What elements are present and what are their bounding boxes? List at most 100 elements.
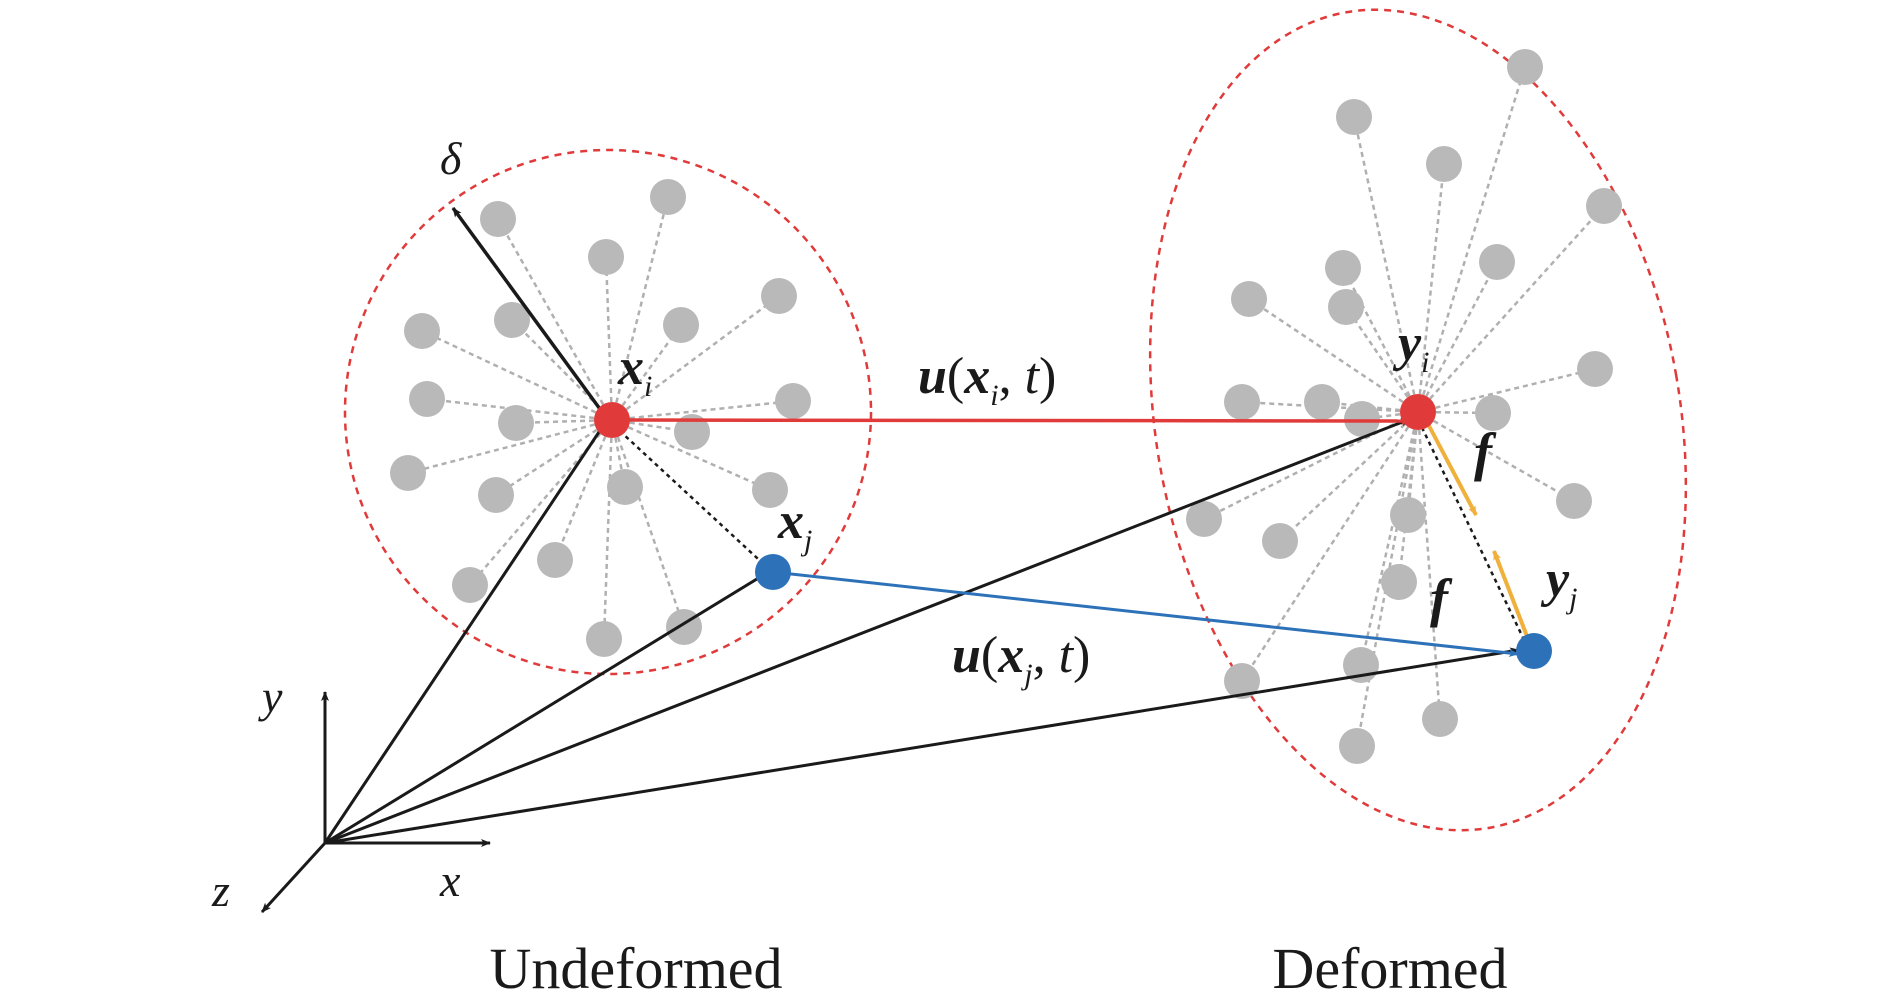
deformed-bond bbox=[1417, 410, 1575, 503]
label-force-bottom: f bbox=[1430, 568, 1453, 628]
undeformed-neighbor-point bbox=[607, 469, 643, 505]
undeformed-neighbor-point bbox=[409, 381, 445, 417]
deformed-neighbor-point bbox=[1586, 188, 1622, 224]
position-vector-yi bbox=[324, 417, 1411, 845]
coordinate-axes bbox=[260, 691, 491, 914]
deformed-neighbor-points bbox=[1186, 49, 1622, 764]
caption-deformed: Deformed bbox=[1272, 936, 1507, 1001]
deformed-neighbor-point bbox=[1231, 281, 1267, 317]
undeformed-neighbor-point bbox=[586, 621, 622, 657]
label-displacement-i: u(xi, t) bbox=[918, 348, 1056, 412]
deformed-bond bbox=[1359, 411, 1420, 666]
undeformed-neighbor-point bbox=[537, 542, 573, 578]
deformed-neighbor-point bbox=[1325, 250, 1361, 286]
position-vector-xj bbox=[324, 572, 766, 845]
undeformed-neighbor-point bbox=[498, 405, 534, 441]
deformed-neighbor-point bbox=[1336, 99, 1372, 135]
undeformed-neighbor-point bbox=[390, 455, 426, 491]
position-vector-xi bbox=[323, 422, 607, 844]
deformed-neighbor-point bbox=[1479, 244, 1515, 280]
deformed-neighbor-point bbox=[1381, 564, 1417, 600]
force-arrow-on-j bbox=[1492, 550, 1532, 645]
undeformed-neighbor-point bbox=[452, 567, 488, 603]
label-y-i: yi bbox=[1392, 315, 1429, 379]
axis-label-z: z bbox=[211, 865, 230, 916]
z-axis bbox=[260, 841, 327, 914]
undeformed-neighbor-point bbox=[663, 307, 699, 343]
undeformed-neighbor-point bbox=[404, 313, 440, 349]
undeformed-bond bbox=[515, 418, 613, 425]
label-displacement-j: u(xj, t) bbox=[952, 627, 1090, 691]
axis-label-x: x bbox=[439, 855, 461, 906]
force-arrow-on-i bbox=[1425, 421, 1478, 516]
undeformed-neighbor-point bbox=[588, 239, 624, 275]
position-vector-yj bbox=[324, 647, 1520, 845]
label-force-top: f bbox=[1474, 422, 1497, 482]
label-y-j: yj bbox=[1540, 551, 1577, 615]
deformed-bond bbox=[1248, 297, 1419, 414]
deformed-neighbor-point bbox=[1556, 483, 1592, 519]
undeformed-neighbor-point bbox=[775, 383, 811, 419]
deformed-neighbor-point bbox=[1186, 501, 1222, 537]
horizon-radius-arrow bbox=[451, 206, 610, 422]
delta-label: δ bbox=[440, 133, 462, 184]
deformed-neighbor-point bbox=[1339, 728, 1375, 764]
point-yj bbox=[1516, 633, 1552, 669]
undeformed-neighbor-point bbox=[752, 472, 788, 508]
deformed-bond bbox=[1417, 205, 1605, 413]
point-xi bbox=[594, 402, 630, 438]
axis-label-y: y bbox=[258, 671, 283, 722]
undeformed-bond bbox=[511, 319, 613, 421]
displacement-vector-i bbox=[607, 416, 1411, 425]
undeformed-neighbor-point bbox=[674, 414, 710, 450]
deformed-bonds bbox=[1203, 66, 1605, 747]
undeformed-neighbor-point bbox=[650, 179, 686, 215]
deformed-neighbor-point bbox=[1426, 146, 1462, 182]
deformed-bond bbox=[1279, 411, 1419, 542]
deformed-bond bbox=[1397, 411, 1420, 583]
deformed-neighbor-point bbox=[1224, 384, 1260, 420]
undeformed-bond bbox=[611, 399, 794, 422]
undeformed-bond bbox=[496, 218, 614, 421]
point-yi bbox=[1400, 394, 1436, 430]
deformed-neighbor-point bbox=[1422, 701, 1458, 737]
point-xj bbox=[755, 554, 791, 590]
deformed-neighbor-point bbox=[1262, 523, 1298, 559]
undeformed-bond bbox=[604, 256, 614, 421]
deformed-neighbor-point bbox=[1390, 497, 1426, 533]
deformed-neighbor-point bbox=[1328, 289, 1364, 325]
deformed-bond bbox=[1416, 261, 1499, 413]
undeformed-horizon bbox=[343, 148, 873, 676]
undeformed-bond bbox=[610, 196, 670, 421]
undeformed-bond bbox=[610, 419, 686, 628]
undeformed-bond bbox=[553, 419, 614, 561]
deformed-neighbor-point bbox=[1507, 49, 1543, 85]
label-x-j: xj bbox=[777, 493, 812, 557]
bond-yi-yj bbox=[1413, 412, 1529, 647]
deformed-neighbor-point bbox=[1304, 384, 1340, 420]
deformed-bond bbox=[1241, 400, 1419, 414]
undeformed-bond bbox=[421, 329, 613, 422]
undeformed-bond bbox=[611, 294, 780, 422]
deformed-bond bbox=[1344, 306, 1420, 413]
undeformed-neighbor-point bbox=[494, 302, 530, 338]
undeformed-neighbor-point bbox=[478, 477, 514, 513]
label-x-i: xi bbox=[617, 339, 652, 403]
deformed-bond bbox=[1355, 411, 1420, 747]
deformed-bond bbox=[1416, 411, 1442, 720]
undeformed-bond bbox=[610, 324, 683, 421]
deformed-neighbor-point bbox=[1475, 395, 1511, 431]
undeformed-bond bbox=[407, 418, 613, 475]
undeformed-neighbor-point bbox=[761, 278, 797, 314]
undeformed-bond bbox=[602, 419, 614, 640]
undeformed-bond bbox=[611, 418, 771, 492]
deformed-neighbor-point bbox=[1577, 351, 1613, 387]
deformed-bond bbox=[1417, 367, 1596, 414]
deformed-bond bbox=[1416, 66, 1527, 413]
deformed-neighbor-point bbox=[1224, 663, 1260, 699]
deformed-horizon bbox=[1148, 8, 1688, 832]
undeformed-neighbor-points bbox=[390, 179, 811, 657]
caption-undeformed: Undeformed bbox=[489, 936, 782, 1001]
deformed-bond bbox=[1416, 163, 1446, 413]
